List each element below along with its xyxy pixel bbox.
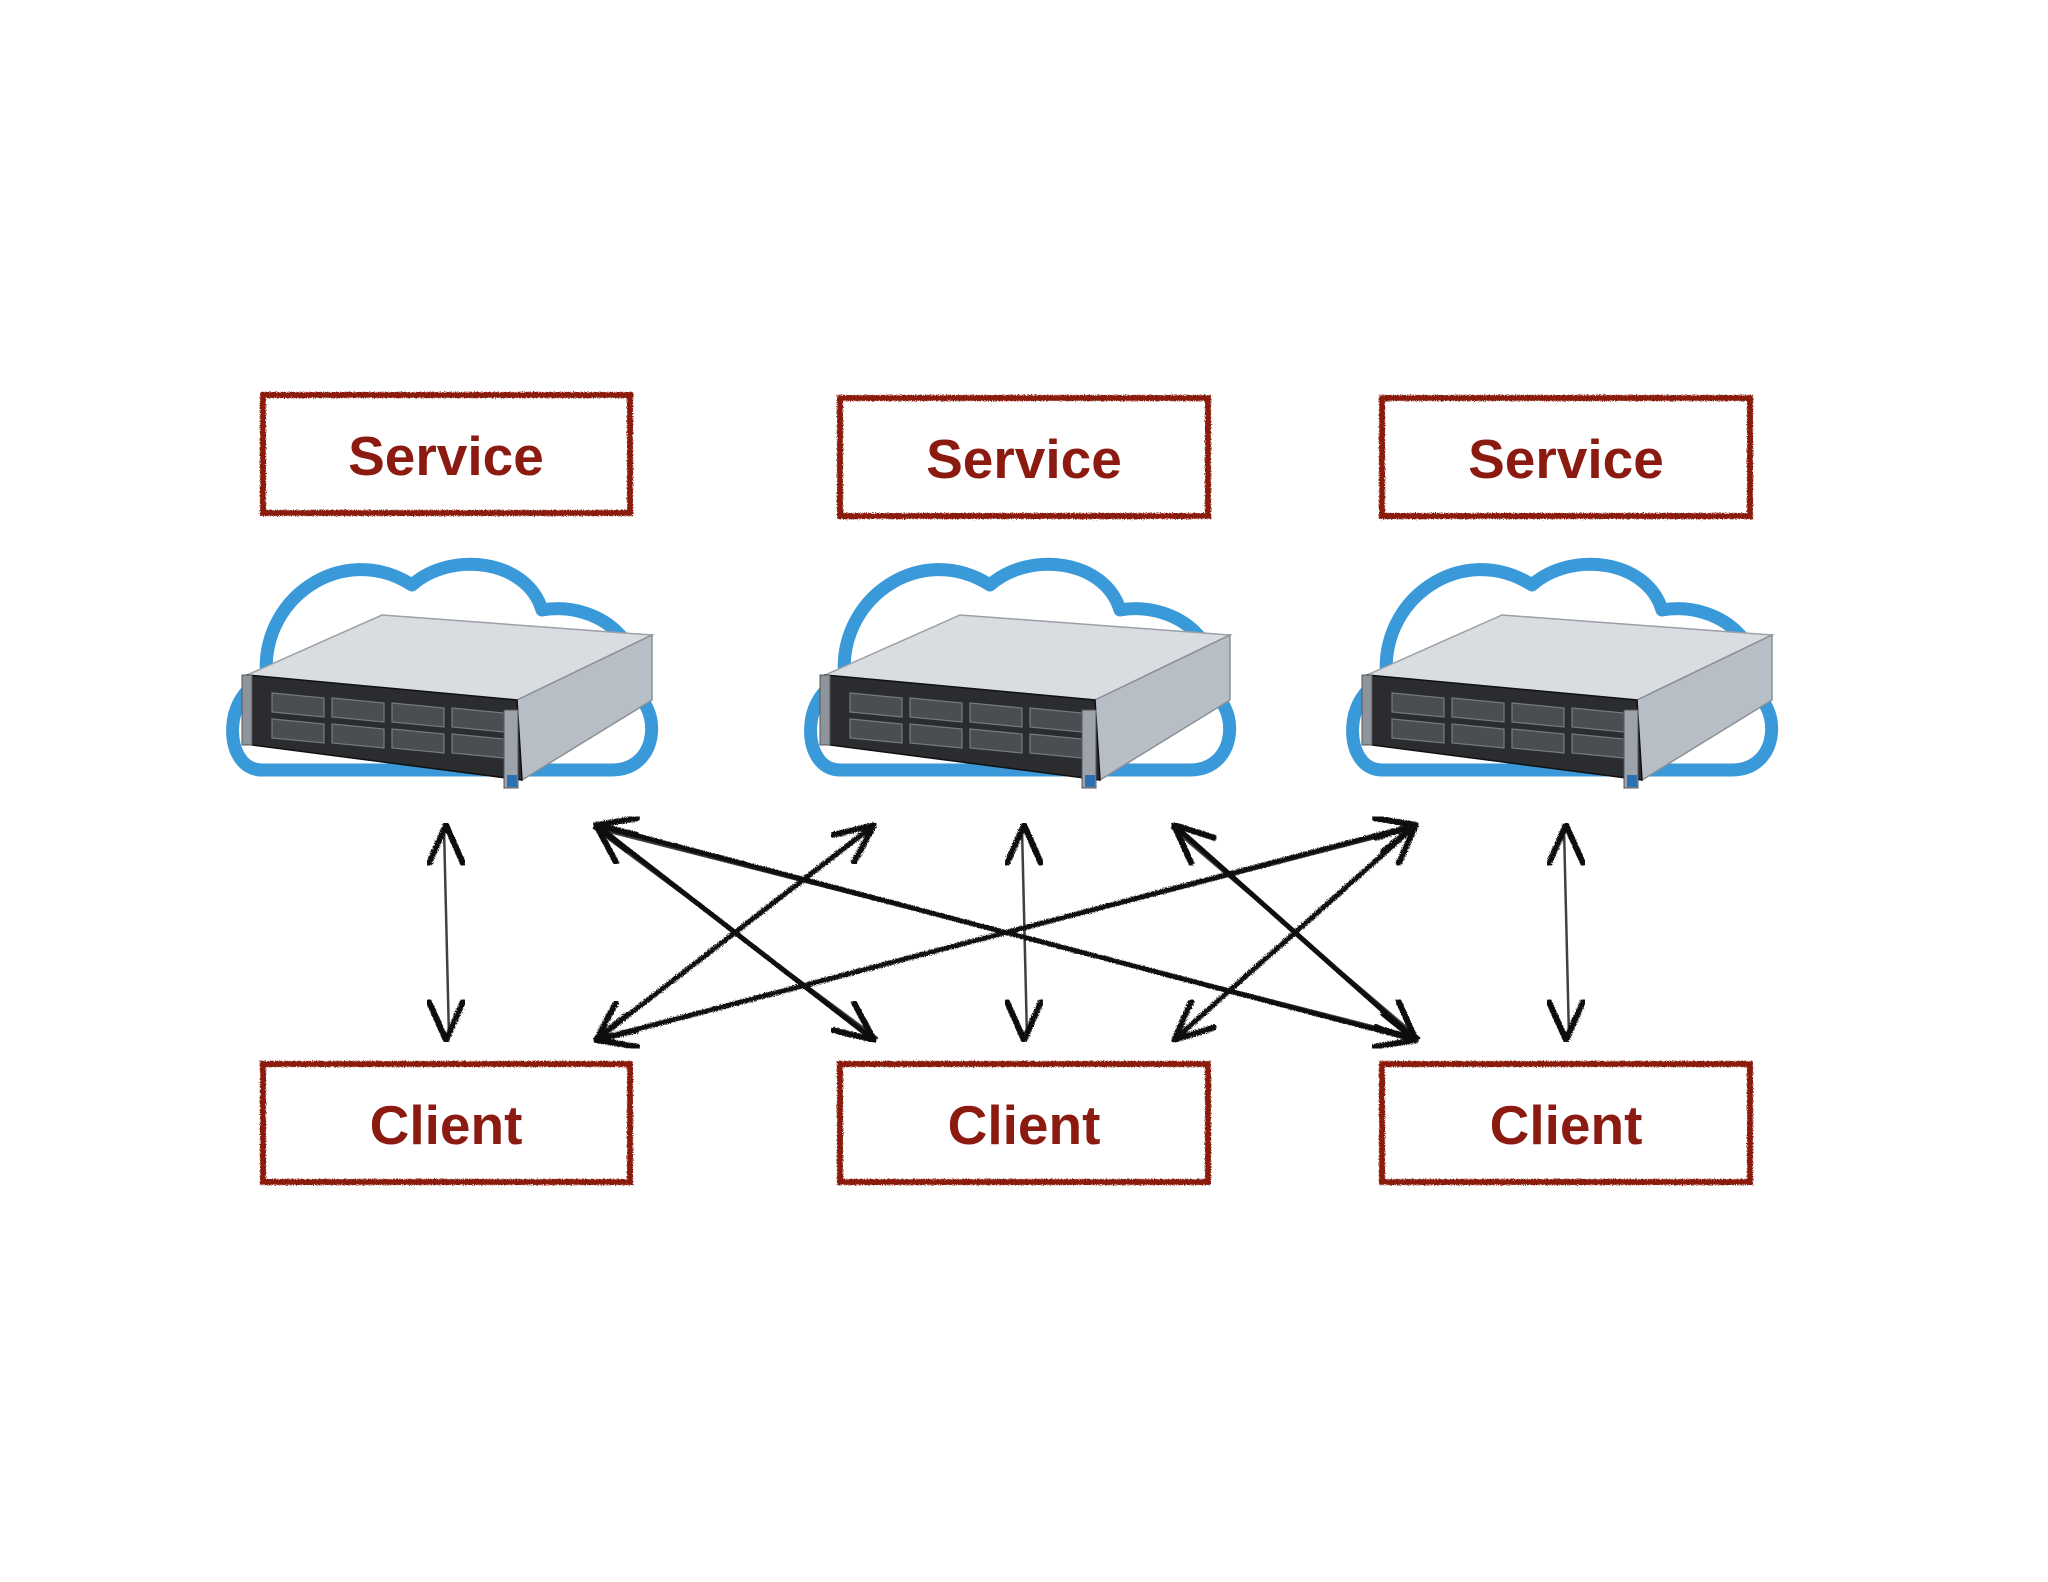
service-box	[1379, 395, 1753, 519]
cloud-server-icon	[226, 557, 659, 789]
client-node-1: Client	[260, 1061, 633, 1185]
client-node-2: Client	[837, 1061, 1211, 1185]
bidirectional-arrow	[1003, 822, 1045, 1043]
client-label: Client	[1490, 1094, 1643, 1156]
client-label: Client	[948, 1094, 1101, 1156]
bidirectional-arrow	[592, 815, 1421, 1050]
client-box	[260, 1061, 633, 1185]
client-box	[1379, 1061, 1753, 1185]
cloud-server-icon	[804, 557, 1237, 789]
service-box	[837, 395, 1211, 519]
client-box	[837, 1061, 1211, 1185]
service-node-3: Service	[1346, 395, 1779, 789]
service-label: Service	[1468, 428, 1664, 490]
server-icon	[819, 614, 1233, 789]
service-node-1: Service	[226, 392, 659, 789]
bidirectional-arrow	[425, 822, 467, 1043]
server-icon	[1361, 614, 1775, 789]
bidirectional-arrow	[1545, 822, 1587, 1043]
service-box	[260, 392, 633, 516]
client-label: Client	[370, 1094, 523, 1156]
service-label: Service	[926, 428, 1122, 490]
connection-arrows	[425, 815, 1587, 1050]
service-node-2: Service	[804, 395, 1237, 789]
server-icon	[241, 614, 655, 789]
cloud-server-icon	[1346, 557, 1779, 789]
service-label: Service	[348, 425, 544, 487]
client-node-3: Client	[1379, 1061, 1753, 1185]
bidirectional-arrow	[1170, 822, 1421, 1043]
